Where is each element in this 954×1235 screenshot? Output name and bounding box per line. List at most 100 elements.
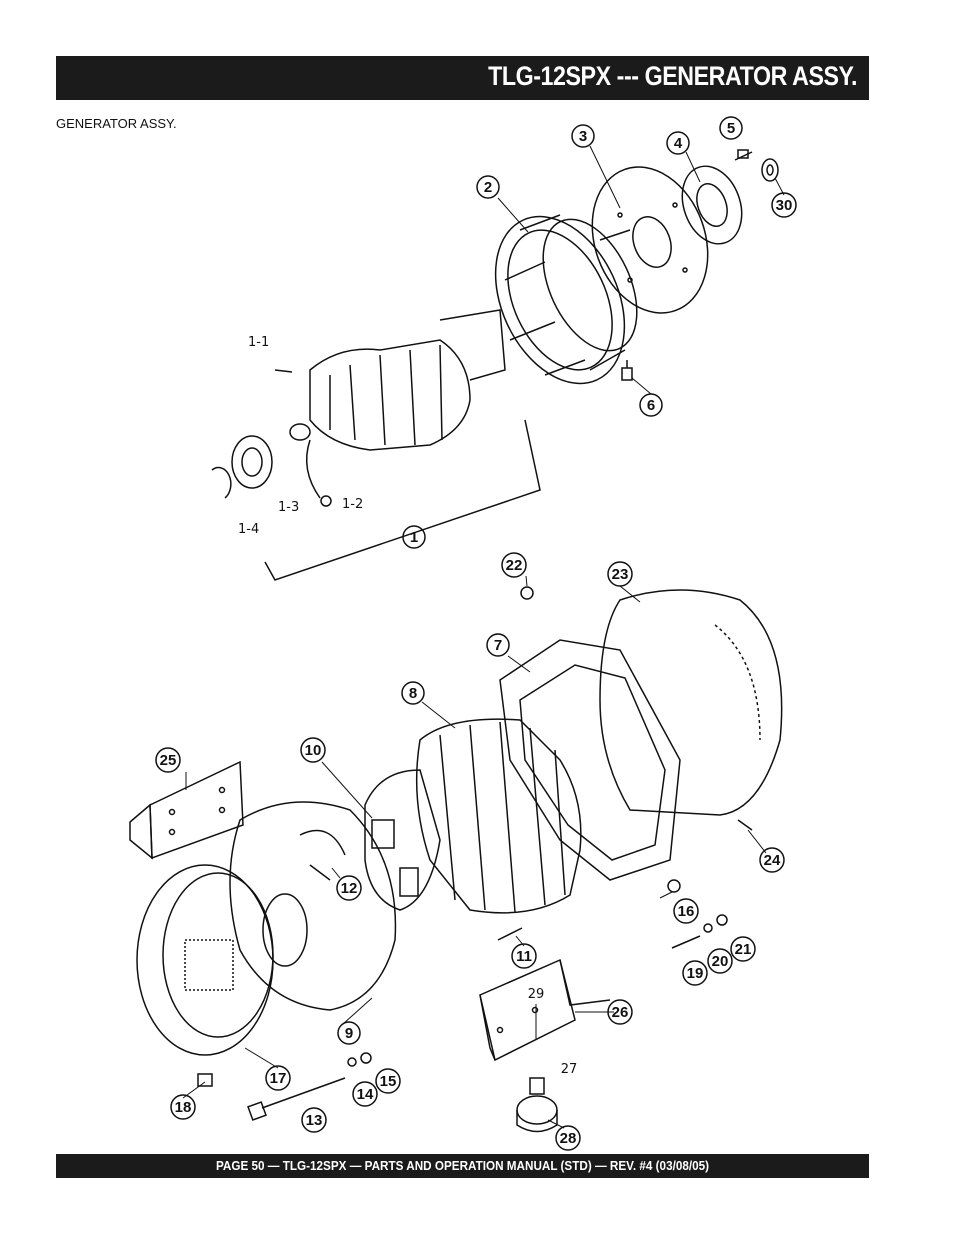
callout-4: 4 <box>666 131 690 155</box>
stator-part-8 <box>415 718 582 914</box>
svg-text:6: 6 <box>647 397 655 414</box>
svg-text:7: 7 <box>494 637 502 654</box>
nut-part-16 <box>667 879 681 893</box>
footer-bar: PAGE 50 — TLG-12SPX — PARTS AND OPERATIO… <box>56 1154 869 1178</box>
winding-block-part-10 <box>364 769 441 911</box>
ring-plate-part-4 <box>681 165 743 245</box>
callout-23: 23 <box>607 561 633 587</box>
svg-text:28: 28 <box>560 1130 577 1147</box>
svg-text:17: 17 <box>270 1070 287 1087</box>
bolt-part-24 <box>737 819 753 831</box>
bolt-part-5 <box>734 149 753 161</box>
svg-text:23: 23 <box>612 566 629 583</box>
bearing-part-1-3 <box>231 435 273 489</box>
svg-text:21: 21 <box>735 941 752 958</box>
callout-18: 18 <box>170 1094 196 1120</box>
bolt-part-6 <box>621 360 633 381</box>
rotor-part-1 <box>274 309 506 499</box>
svg-text:12: 12 <box>341 880 358 897</box>
callout-14: 14 <box>352 1081 378 1107</box>
fan-part-2 <box>494 214 638 385</box>
leader-lines <box>182 145 785 1129</box>
callout-17: 17 <box>265 1065 291 1091</box>
callout-16: 16 <box>673 898 699 924</box>
end-bracket-part-9 <box>229 801 397 1011</box>
callout-10: 10 <box>300 737 326 763</box>
callout-24: 24 <box>759 847 785 873</box>
svg-text:26: 26 <box>612 1004 629 1021</box>
footer-text: PAGE 50 — TLG-12SPX — PARTS AND OPERATIO… <box>215 1158 710 1173</box>
lock-washer-part-20 <box>703 923 713 933</box>
callout-21: 21 <box>730 936 756 962</box>
callout-6: 6 <box>639 393 663 417</box>
nut-part-22 <box>520 586 534 600</box>
bolt-part-18 <box>197 1073 213 1087</box>
isolator-part-28 <box>516 1077 558 1133</box>
title-bar: TLG-12SPX --- GENERATOR ASSY. <box>56 56 869 100</box>
callout-5: 5 <box>719 116 743 140</box>
page-title: TLG-12SPX --- GENERATOR ASSY. <box>488 61 857 91</box>
callout-19: 19 <box>682 960 708 986</box>
svg-text:9: 9 <box>345 1025 353 1042</box>
section-label: GENERATOR ASSY. <box>56 116 177 131</box>
callout-7: 7 <box>486 633 510 657</box>
svg-text:30: 30 <box>776 197 793 214</box>
callout-20: 20 <box>707 948 733 974</box>
sub-label-1-3: 1-3 <box>278 500 299 515</box>
callout-30: 30 <box>771 192 797 218</box>
callout-3: 3 <box>571 124 595 148</box>
cover-part-23 <box>599 589 783 816</box>
sub-label-1-2: 1-2 <box>342 497 363 512</box>
washer-part-21 <box>716 914 728 926</box>
svg-text:10: 10 <box>305 742 322 759</box>
callout-8: 8 <box>401 681 425 705</box>
svg-text:27: 27 <box>561 1062 578 1077</box>
sub-label-1-4: 1-4 <box>238 522 259 537</box>
callout-27: 27 <box>561 1062 578 1077</box>
svg-text:14: 14 <box>357 1086 374 1103</box>
svg-text:5: 5 <box>727 120 735 137</box>
svg-text:4: 4 <box>674 135 683 152</box>
svg-text:24: 24 <box>764 852 781 869</box>
svg-text:11: 11 <box>516 948 532 965</box>
callout-12: 12 <box>336 875 362 901</box>
svg-text:19: 19 <box>687 965 704 982</box>
callout-25: 25 <box>155 747 181 773</box>
bolt-part-11 <box>497 927 523 941</box>
callout-15: 15 <box>375 1068 401 1094</box>
housing-part-7 <box>499 639 681 881</box>
snap-ring-part-1-4 <box>211 466 232 499</box>
svg-text:20: 20 <box>712 953 729 970</box>
end-cover-part-17 <box>136 864 274 1056</box>
ball-part-1-2 <box>320 495 332 507</box>
svg-text:8: 8 <box>409 685 417 702</box>
svg-text:25: 25 <box>160 752 177 769</box>
callout-11: 11 <box>511 943 537 969</box>
svg-text:18: 18 <box>175 1099 192 1116</box>
svg-text:3: 3 <box>579 128 587 145</box>
sub-label-1-1: 1-1 <box>248 335 269 350</box>
callout-2: 2 <box>476 175 500 199</box>
callout-9: 9 <box>337 1021 361 1045</box>
svg-text:1: 1 <box>410 529 418 546</box>
svg-text:15: 15 <box>380 1073 397 1090</box>
svg-text:29: 29 <box>528 987 545 1002</box>
callout-28: 28 <box>555 1125 581 1151</box>
long-bolt-part-13 <box>247 1077 346 1121</box>
bolt-part-19 <box>671 935 701 949</box>
callout-1: 1 <box>402 525 426 549</box>
mount-bracket-part-26 <box>479 958 611 1062</box>
svg-text:2: 2 <box>484 179 492 196</box>
group-bracket-part-1 <box>264 419 541 581</box>
svg-text:13: 13 <box>306 1112 323 1129</box>
callout-22: 22 <box>501 552 527 578</box>
callout-13: 13 <box>301 1107 327 1133</box>
callout-26: 26 <box>607 999 633 1025</box>
washer-part-15 <box>360 1052 372 1064</box>
svg-text:22: 22 <box>506 557 523 574</box>
svg-text:16: 16 <box>678 903 695 920</box>
mount-plate-part-25 <box>129 760 244 860</box>
lock-washer-part-14 <box>347 1057 357 1067</box>
coupling-plate-part-3 <box>591 166 709 314</box>
